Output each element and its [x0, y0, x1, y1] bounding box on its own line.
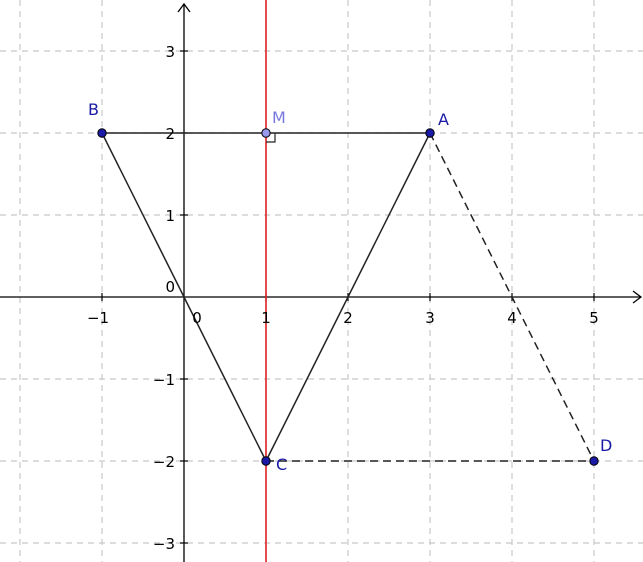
origin-label-y: 0 [165, 278, 175, 296]
x-tick-label: 3 [425, 309, 435, 327]
x-tick-label: 5 [589, 309, 599, 327]
y-tick-label: 2 [165, 125, 175, 143]
y-tick-label: −3 [153, 535, 175, 553]
y-axis-arrow [177, 2, 191, 13]
point-b[interactable] [97, 128, 107, 138]
x-tick-label: 2 [343, 309, 353, 327]
points: A B C D M [88, 100, 612, 474]
x-tick-label: −1 [87, 309, 109, 327]
point-label-m: M [272, 108, 286, 127]
y-tick-label: −1 [153, 371, 175, 389]
markers [266, 133, 276, 143]
y-tick-label: −2 [153, 453, 175, 471]
origin-label-x: 0 [192, 309, 202, 327]
point-label-b: B [88, 100, 99, 119]
right-angle-marker [266, 133, 276, 143]
segment-ac [265, 132, 431, 462]
segment-bc [101, 132, 267, 462]
point-d[interactable] [589, 456, 599, 466]
tick-labels: −1 1 2 3 4 5 −3 −2 −1 1 2 3 00 [87, 43, 599, 553]
x-tick-label: 4 [507, 309, 517, 327]
point-label-d: D [600, 436, 612, 455]
y-tick-label: 3 [165, 43, 175, 61]
point-c[interactable] [261, 456, 271, 466]
point-a[interactable] [425, 128, 435, 138]
y-tick-label: 1 [165, 207, 175, 225]
point-label-a: A [438, 110, 449, 129]
point-m[interactable] [261, 128, 271, 138]
x-tick-label: 1 [261, 309, 271, 327]
segment-ad [429, 132, 595, 462]
x-axis-arrow [632, 290, 643, 304]
point-label-c: C [276, 455, 287, 474]
